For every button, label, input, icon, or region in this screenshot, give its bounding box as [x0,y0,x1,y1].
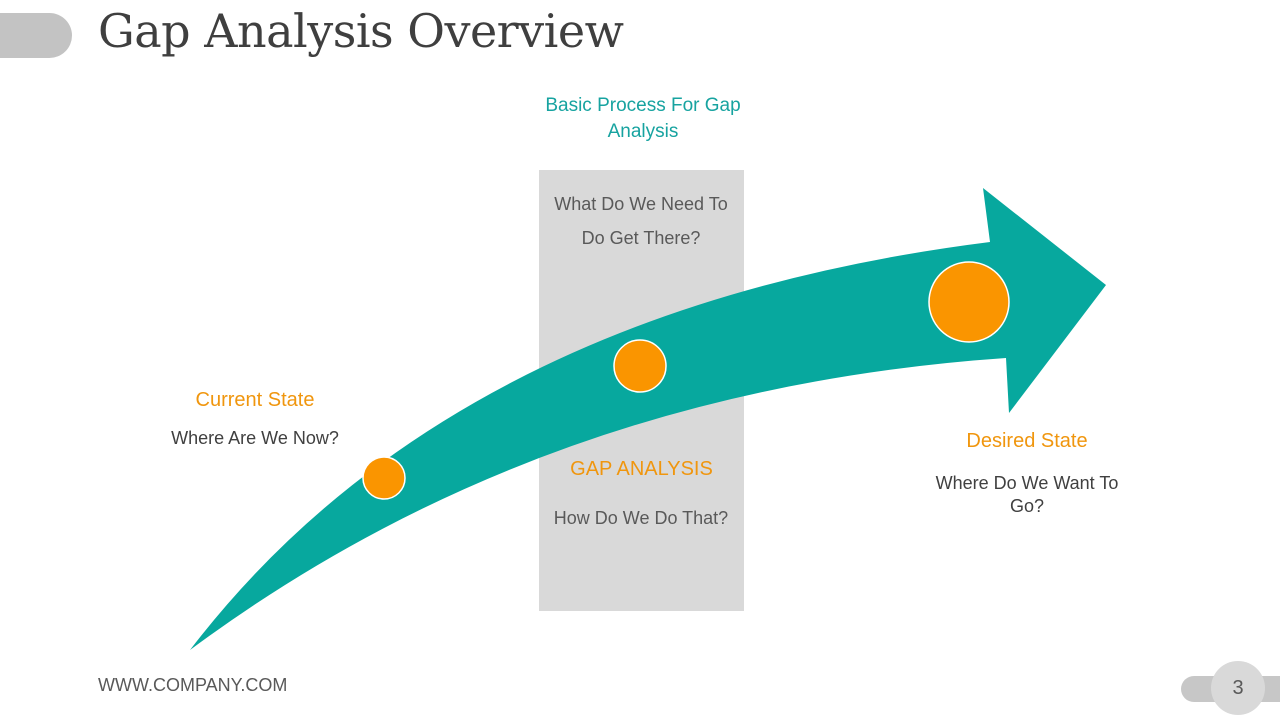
footer-url: WWW.COMPANY.COM [98,675,288,695]
current-state-title: Current State [195,389,315,411]
current-state-marker [362,456,406,500]
curved-arrow [190,188,1106,650]
title-accent-tab [0,13,72,58]
current-state-question: Where Are We Now? [171,428,339,448]
process-label: Basic Process For Gap Analysis [545,95,741,142]
gap-marker [613,339,667,393]
gap-bottom-question: How Do We Do That? [553,508,729,528]
gap-analysis-heading: GAP ANALYSIS [570,458,713,480]
desired-state-title: Desired State [966,430,1088,452]
slide-title: Gap Analysis Overview [98,4,624,58]
desired-state-marker [928,261,1010,343]
gap-top-question: What Do We Need To Do Get There? [554,194,728,248]
desired-state-question: Where Do We Want To Go? [935,473,1119,516]
page-number: 3 [1211,661,1265,715]
